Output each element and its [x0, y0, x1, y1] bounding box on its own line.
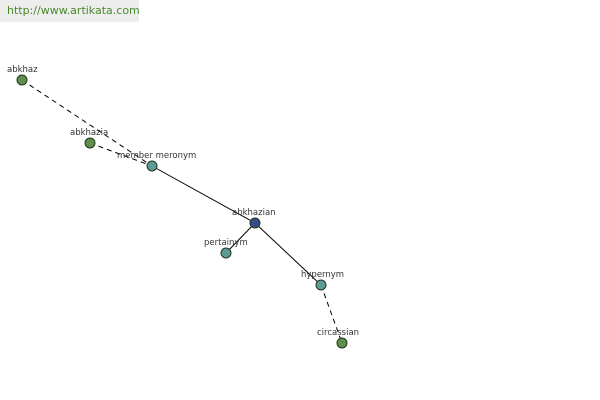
edges-layer: [21, 79, 343, 344]
node-dot-abkhaz[interactable]: [16, 74, 28, 86]
node-label-abkhaz: abkhaz: [7, 65, 38, 75]
url-banner[interactable]: http://www.artikata.com: [0, 0, 140, 22]
graph-node-hypernym[interactable]: hypernym: [301, 270, 344, 291]
edge-abkhazian-pertainym: [225, 222, 256, 254]
node-label-pertainym: pertainym: [204, 238, 248, 248]
graph-node-abkhazia[interactable]: abkhazia: [70, 128, 108, 149]
node-dot-abkhazian[interactable]: [249, 217, 261, 229]
node-dot-member-meronym[interactable]: [146, 160, 158, 172]
edge-abkhaz-member-meronym: [21, 79, 153, 167]
node-dot-pertainym[interactable]: [220, 247, 232, 259]
graph-node-abkhazian[interactable]: abkhazian: [232, 208, 276, 229]
graph-node-circassian[interactable]: circassian: [317, 328, 359, 349]
edge-abkhazian-hypernym: [254, 222, 322, 286]
node-dot-abkhazia[interactable]: [84, 137, 96, 149]
node-dot-circassian[interactable]: [336, 337, 348, 349]
node-label-abkhazia: abkhazia: [70, 128, 108, 138]
node-label-abkhazian: abkhazian: [232, 208, 276, 218]
node-label-circassian: circassian: [317, 328, 359, 338]
node-label-hypernym: hypernym: [301, 270, 344, 280]
graph-node-abkhaz[interactable]: abkhaz: [7, 65, 38, 86]
node-dot-hypernym[interactable]: [315, 279, 327, 291]
edge-abkhazia-member-meronym: [89, 142, 153, 167]
node-label-member-meronym: member meronym: [117, 151, 196, 161]
graph-node-member-meronym[interactable]: member meronym: [117, 151, 196, 172]
graph-node-pertainym[interactable]: pertainym: [204, 238, 248, 259]
nodes-layer: abkhaz abkhazia member meronym abkhazian per…: [7, 65, 359, 349]
edge-member-meronym-abkhazian: [151, 165, 256, 224]
edge-hypernym-circassian: [320, 284, 343, 344]
